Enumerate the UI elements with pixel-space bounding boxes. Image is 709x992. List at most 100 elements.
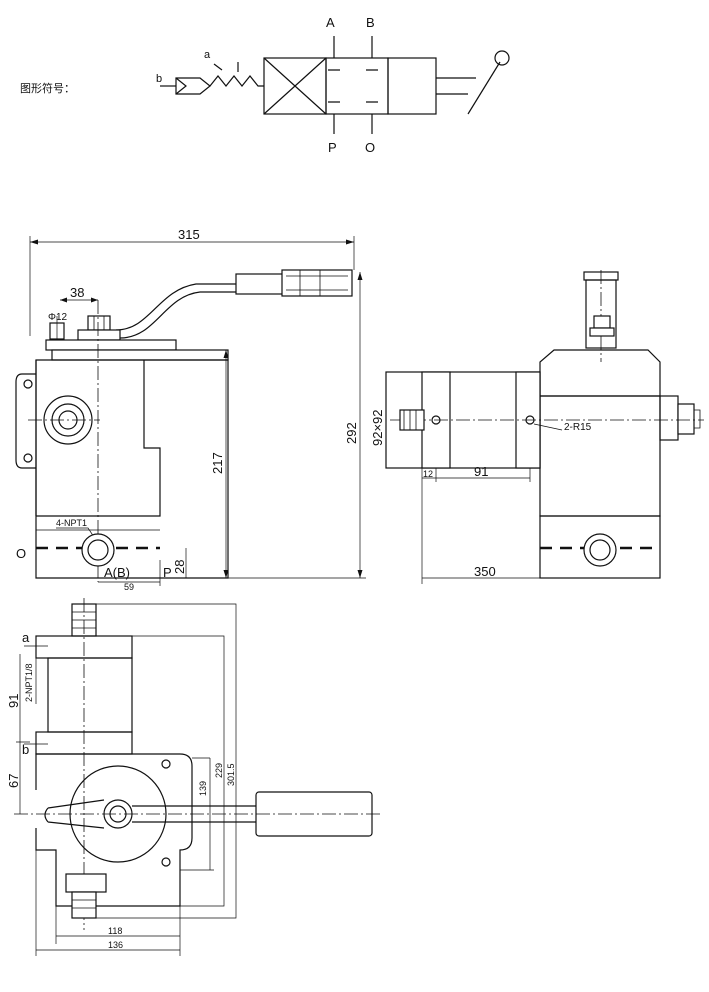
dim-91-top: 91 bbox=[6, 694, 21, 708]
dim-91-top-line bbox=[16, 654, 30, 743]
side-hole-left bbox=[431, 415, 441, 425]
top-cyl-body bbox=[47, 657, 133, 733]
side-top-cap bbox=[539, 349, 661, 397]
dim-67: 67 bbox=[6, 774, 21, 788]
label-pilot-b: b bbox=[22, 742, 29, 757]
handle-collar bbox=[235, 273, 285, 295]
symbol-lever-rod bbox=[436, 77, 476, 95]
graphic-symbol: 图形符号： b a A B P O bbox=[20, 15, 510, 155]
label-4npt1: 4-NPT1 bbox=[56, 518, 87, 528]
dim-315: 315 bbox=[178, 227, 200, 242]
symbol-port-b: B bbox=[366, 15, 375, 30]
dim-350: 350 bbox=[474, 564, 496, 579]
top-fitting-lower-lines bbox=[72, 899, 96, 909]
dim-91-side: 91 bbox=[474, 464, 488, 479]
handle-grip-lines bbox=[286, 270, 348, 296]
symbol-pilot-b-label: b bbox=[156, 73, 162, 85]
dim-38: 38 bbox=[70, 285, 84, 300]
side-left-fitting bbox=[399, 409, 425, 431]
dim-292: 292 bbox=[344, 422, 359, 444]
side-right-flange bbox=[659, 395, 679, 441]
dim-229-line bbox=[132, 635, 225, 907]
top-nut bbox=[87, 315, 111, 331]
top-lower-body bbox=[35, 753, 193, 907]
dim-59-line bbox=[98, 560, 161, 586]
dim-217: 217 bbox=[210, 452, 225, 474]
top-flange bbox=[51, 349, 229, 361]
dim-315-line bbox=[29, 236, 355, 336]
top-lever-shaft bbox=[132, 805, 256, 823]
left-bracket bbox=[15, 373, 36, 469]
dim-139-line bbox=[180, 757, 214, 871]
dim-59: 59 bbox=[124, 582, 134, 592]
side-hole-right bbox=[525, 415, 535, 425]
front-view: 315 38 Φ12 bbox=[15, 227, 366, 592]
top-washer bbox=[77, 329, 121, 341]
dim-301-line bbox=[96, 603, 237, 919]
bracket-hole-top bbox=[23, 379, 33, 389]
symbol-port-top-lines bbox=[333, 36, 373, 58]
pilot-boss-outer bbox=[43, 395, 93, 445]
symbol-pilot-b-arrow bbox=[175, 77, 187, 95]
dim-136-line bbox=[35, 850, 180, 956]
symbol-square-right bbox=[387, 57, 437, 115]
dim-phi12: Φ12 bbox=[48, 312, 68, 323]
symbol-port-a: A bbox=[326, 15, 335, 30]
dim-292-line bbox=[228, 272, 366, 579]
side-right-fitting-tip bbox=[694, 409, 701, 429]
label-2npt18: 2-NPT1/8 bbox=[24, 663, 34, 702]
side-port-outer bbox=[583, 533, 617, 567]
handle-grip bbox=[281, 269, 353, 297]
top-fitting-lower bbox=[71, 891, 97, 919]
dim-28-line bbox=[176, 548, 200, 579]
symbol-port-o: O bbox=[365, 140, 375, 155]
front-body-outline bbox=[35, 359, 229, 579]
dim-92x92: 92×92 bbox=[370, 409, 385, 446]
dim-12: 12 bbox=[423, 469, 433, 479]
dim-12-91-lines bbox=[421, 468, 531, 482]
side-nut bbox=[593, 315, 611, 329]
side-port-inner bbox=[589, 539, 611, 561]
dim-2r15-leader bbox=[533, 423, 563, 431]
dim-28: 28 bbox=[172, 560, 187, 574]
top-bolt-lower bbox=[161, 857, 171, 867]
dim-136: 136 bbox=[108, 940, 123, 950]
dim-118: 118 bbox=[108, 926, 122, 936]
side-right-fitting bbox=[677, 403, 695, 435]
handle-arm-bottom bbox=[119, 291, 236, 339]
symbol-pilot-b-block bbox=[175, 77, 211, 95]
dim-350-line bbox=[421, 482, 540, 584]
symbol-cross bbox=[263, 57, 327, 115]
label-port-ab: A(B) bbox=[104, 565, 130, 580]
pilot-leaders bbox=[24, 645, 48, 745]
symbol-port-blocks bbox=[328, 69, 378, 103]
label-pilot-a: a bbox=[22, 630, 30, 645]
symbol-port-bottom-lines bbox=[333, 114, 373, 134]
symbol-pilot-a-label: a bbox=[204, 49, 211, 61]
dim-139: 139 bbox=[198, 781, 208, 796]
bracket-hole-bottom bbox=[23, 453, 33, 463]
side-left-fitting-lines bbox=[403, 410, 417, 430]
top-view: a b 2-NPT1/8 91 67 139 229 301.5 118 136 bbox=[6, 598, 380, 956]
side-view: 92×92 2-R15 12 91 350 bbox=[370, 270, 704, 584]
label-port-p: P bbox=[163, 565, 172, 580]
top-plate bbox=[45, 339, 177, 351]
top-bolt-upper bbox=[161, 759, 171, 769]
top-nut-lines bbox=[93, 316, 105, 330]
symbol-lever-knob bbox=[494, 50, 510, 66]
handle-arm-top bbox=[115, 283, 236, 331]
dim-301: 301.5 bbox=[226, 763, 236, 786]
symbol-spring-ticks bbox=[213, 62, 239, 72]
front-body-inner bbox=[35, 360, 161, 517]
top-fitting-lower-nut bbox=[65, 873, 107, 893]
symbol-spring bbox=[209, 75, 264, 87]
symbol-lever-arm bbox=[467, 61, 501, 115]
dim-2r15: 2-R15 bbox=[564, 422, 592, 433]
front-port-outer bbox=[81, 533, 115, 567]
label-port-o: O bbox=[16, 546, 26, 561]
symbol-caption: 图形符号： bbox=[20, 82, 75, 95]
dim-229: 229 bbox=[214, 763, 224, 778]
symbol-port-p: P bbox=[328, 140, 337, 155]
top-lever-tip bbox=[44, 799, 105, 829]
